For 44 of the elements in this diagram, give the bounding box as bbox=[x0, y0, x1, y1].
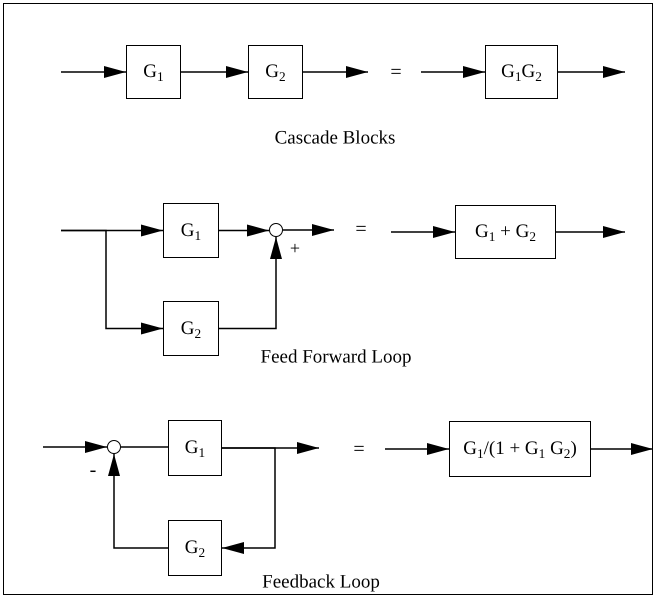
signal-arrow bbox=[391, 226, 455, 238]
transfer-function-block bbox=[163, 301, 219, 356]
signal-arrow bbox=[591, 443, 653, 455]
transfer-function-block bbox=[163, 203, 219, 258]
signal-arrow bbox=[108, 454, 168, 549]
signal-arrow bbox=[219, 237, 282, 330]
signal-arrow bbox=[43, 441, 107, 453]
transfer-function: G$_{2}$ bbox=[184, 537, 206, 559]
diagram-label: Feedback Loop bbox=[262, 572, 380, 592]
signal-arrow bbox=[385, 443, 449, 455]
signal-arrow bbox=[558, 66, 625, 78]
diagram-label: Cascade Blocks bbox=[274, 128, 396, 148]
diagram-label: - bbox=[90, 460, 96, 480]
transfer-function-block bbox=[449, 421, 591, 477]
transfer-function-block bbox=[455, 205, 556, 259]
transfer-function: G$_{1}$ bbox=[180, 220, 202, 242]
transfer-function-block bbox=[248, 45, 303, 99]
diagram-label: Feed Forward Loop bbox=[260, 348, 412, 366]
transfer-function: G$_{2}$ bbox=[180, 318, 202, 340]
transfer-function-block bbox=[485, 45, 558, 99]
signal-arrow bbox=[283, 224, 334, 236]
transfer-function-block bbox=[126, 45, 181, 99]
diagram-label: = bbox=[353, 439, 365, 459]
transfer-function: G$_{2}$ bbox=[265, 61, 286, 83]
signal-arrow bbox=[219, 224, 269, 236]
signal-arrow bbox=[556, 226, 625, 238]
transfer-function: G$_{1}$ bbox=[143, 61, 164, 83]
transfer-function: G$_{1}$/(1 + G$_{1}$ G$_{2}$) bbox=[463, 438, 577, 460]
signal-arrow bbox=[61, 230, 163, 334]
diagram-label: = bbox=[355, 219, 367, 239]
transfer-function-block bbox=[168, 520, 222, 576]
transfer-function: G$_{1}$ bbox=[184, 437, 206, 459]
transfer-function: G$_{1}$ + G$_{2}$ bbox=[475, 221, 536, 243]
signal-arrow bbox=[421, 66, 485, 78]
signal-arrow bbox=[181, 66, 248, 78]
diagram-label: + bbox=[290, 239, 300, 257]
signal-arrow bbox=[61, 66, 126, 78]
summing-junction bbox=[269, 223, 283, 237]
transfer-function: G$_{1}$G$_{2}$ bbox=[501, 61, 542, 83]
signal-arrow bbox=[222, 447, 276, 554]
signal-arrow bbox=[303, 66, 368, 78]
diagram-label: = bbox=[390, 62, 402, 82]
transfer-function-block bbox=[168, 420, 222, 476]
summing-junction bbox=[107, 440, 121, 454]
